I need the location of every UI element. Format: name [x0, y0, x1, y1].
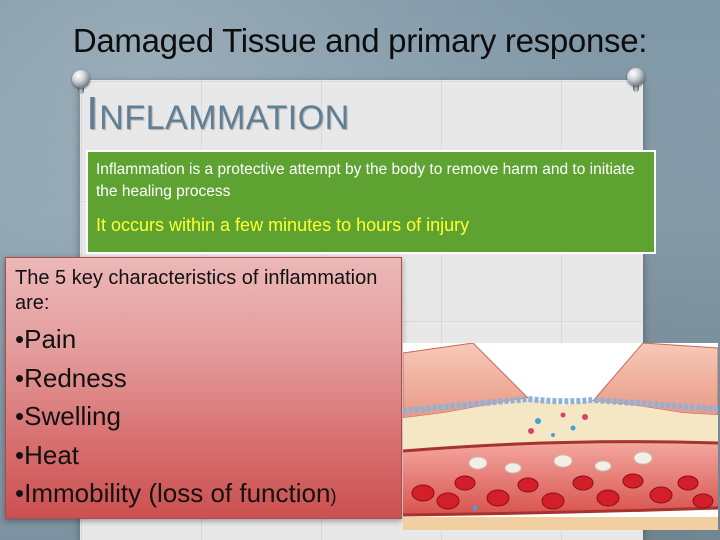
heading-initial: I	[86, 87, 100, 139]
characteristics-list: •Pain •Redness •Swelling •Heat •Immobili…	[15, 320, 392, 516]
characteristics-box: The 5 key characteristics of inflammatio…	[5, 257, 402, 519]
list-item: •Pain	[15, 324, 77, 354]
definition-text: Inflammation is a protective attempt by …	[96, 161, 635, 200]
list-item: •Heat	[15, 439, 80, 470]
definition-box: Inflammation is a protective attempt by …	[86, 150, 656, 254]
list-item: •Redness	[15, 362, 127, 393]
timing-text: It occurs within a few minutes to hours …	[96, 215, 470, 235]
list-item: •Immobility (loss of function)	[15, 478, 337, 508]
heading-rest: NFLAMMATION	[99, 99, 350, 137]
vessel-svg	[403, 343, 718, 530]
slide-title: Damaged Tissue and primary response:	[72, 22, 648, 59]
list-item: •Swelling	[15, 401, 121, 431]
pushpin-icon	[627, 68, 645, 94]
characteristics-intro: The 5 key characteristics of inflammatio…	[15, 267, 378, 314]
pushpin-icon	[72, 70, 90, 96]
inflamed-blood-vessel-illustration	[403, 343, 718, 530]
section-heading: INFLAMMATION	[86, 86, 350, 140]
